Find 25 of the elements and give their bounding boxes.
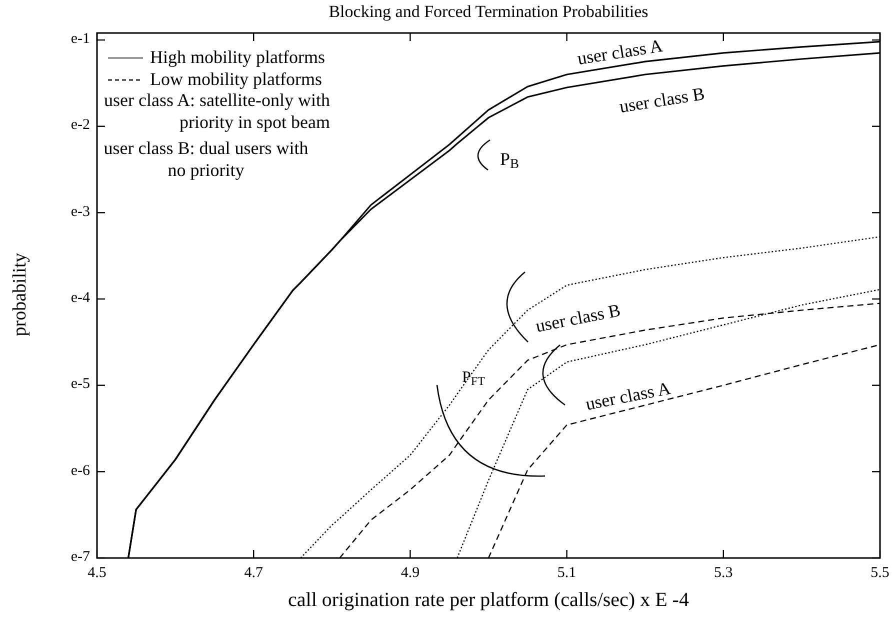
note-text: user class B: dual users with no priority	[102, 137, 310, 181]
curve-label: user class A	[576, 36, 664, 68]
x-tick-label: 4.5	[86, 566, 108, 581]
legend-label: Low mobility platforms	[150, 70, 322, 88]
curve-label: user class B	[618, 84, 706, 116]
y-axis-label: probability	[10, 252, 30, 338]
chart-title: Blocking and Forced Termination Probabilities	[328, 1, 650, 22]
x-tick-label: 4.7	[243, 566, 264, 581]
x-tick-label: 4.9	[400, 566, 421, 581]
legend-label: High mobility platforms	[150, 48, 325, 66]
x-axis-label: call origination rate per platform (calls/sec) x E -4	[287, 588, 690, 613]
x-tick-label: 5.5	[870, 566, 890, 581]
y-tick-label: e-3	[70, 204, 90, 220]
y-tick-label: e-6	[70, 464, 90, 479]
curve-label: user class B	[534, 300, 622, 336]
y-tick-label: e-2	[70, 118, 90, 134]
y-tick-label: e-1	[70, 32, 90, 47]
y-tick-label: e-7	[70, 550, 90, 565]
curve-label: P$_{FT}$	[462, 370, 485, 386]
x-tick-label: 5.3	[713, 566, 734, 581]
curve-label: user class A	[584, 378, 672, 414]
y-tick-label: e-4	[70, 290, 90, 306]
curve-label: P$_{B}$	[500, 150, 520, 168]
y-tick-label: e-5	[70, 377, 90, 392]
x-tick-label: 5.1	[556, 566, 578, 581]
